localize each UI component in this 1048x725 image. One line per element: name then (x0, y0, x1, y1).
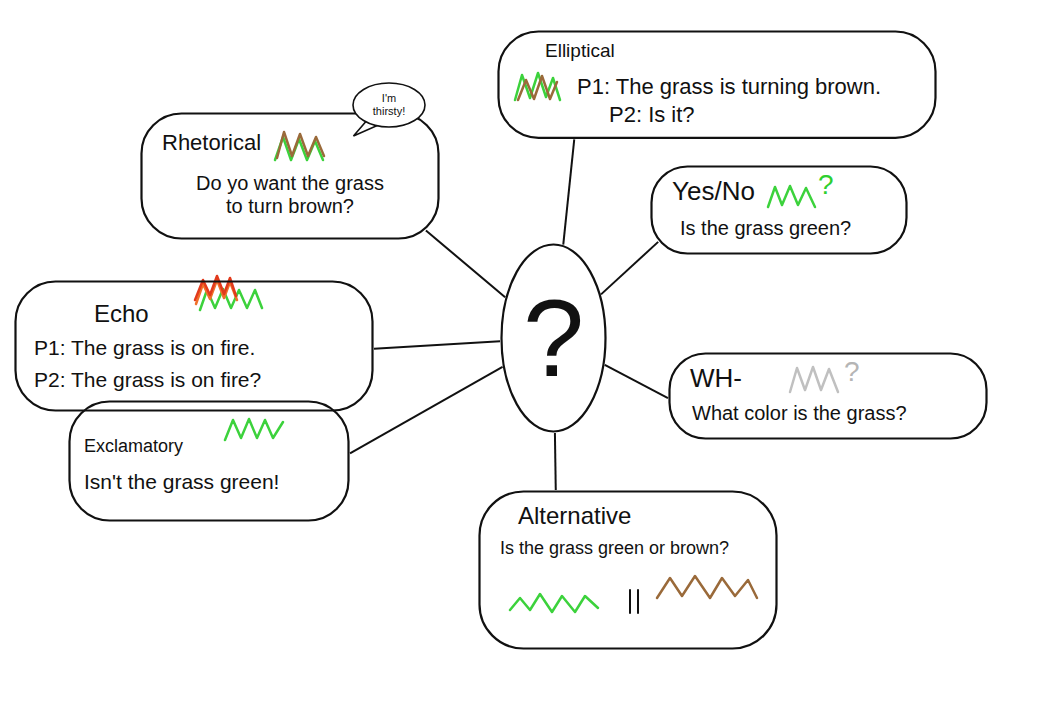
example-question: Is the grass green or brown? (500, 538, 729, 559)
question-mark: ? (523, 283, 584, 393)
center-question-oval: ? (500, 243, 607, 433)
type-heading: Echo (94, 300, 149, 328)
example-question: Is the grass green? (680, 217, 851, 240)
connector-line (563, 139, 574, 244)
example-question: What color is the grass? (692, 402, 907, 425)
connector-line (374, 341, 500, 349)
question-type-bubble: Yes/No? Is the grass green? (650, 165, 908, 255)
question-type-bubble: ExclamatoryIsn't the grass green! (68, 400, 350, 522)
question-type-bubble: EllipticalP1: The grass is turning brown… (497, 30, 937, 139)
oval-border (502, 245, 606, 432)
connector-line (350, 367, 503, 453)
or-symbol (637, 590, 639, 613)
type-heading: WH- (690, 364, 742, 394)
bubble-border (670, 354, 987, 439)
type-heading: Exclamatory (84, 436, 183, 457)
grass-drawing (277, 132, 324, 158)
bubble-border (142, 114, 439, 239)
type-heading: Alternative (518, 502, 631, 530)
grass-drawing (768, 186, 815, 207)
grass-drawing (515, 73, 560, 100)
connector-line (426, 230, 505, 297)
bubble-border (480, 492, 777, 649)
example-line: P1: The grass is on fire. (34, 336, 255, 360)
grass-drawing (510, 594, 598, 612)
example-exclamation: Isn't the grass green! (84, 470, 279, 494)
connector-line (554, 433, 557, 490)
bubble-border (70, 402, 349, 521)
question-type-bubble: WH-? What color is the grass? (668, 352, 988, 440)
type-heading: Rhetorical (162, 130, 261, 155)
example-line: P2: The grass is on fire? (34, 368, 261, 392)
grass-drawing (225, 419, 283, 440)
type-heading: Yes/No (672, 177, 755, 207)
or-symbol (629, 590, 631, 613)
connector-line (605, 365, 668, 398)
bubble-border (16, 282, 373, 411)
example-line: P2: Is it? (609, 102, 695, 127)
example-question: Do yo want the grass to turn brown? (190, 172, 390, 218)
bubble-outline (68, 400, 350, 522)
fire-drawing (195, 276, 236, 300)
question-mark: ? (818, 169, 834, 201)
question-type-bubble: Rhetorical Do yo want the grass to turn b… (140, 112, 440, 240)
speech-border (353, 83, 425, 127)
type-heading: Elliptical (545, 40, 615, 62)
speech-bubble: I'm thirsty! (352, 82, 426, 128)
bubble-border (652, 167, 907, 254)
bubble-border (499, 32, 936, 138)
grass-drawing (518, 76, 557, 100)
question-type-bubble: EchoP1: The grass is on fire. P2: The gra… (14, 280, 374, 412)
question-mark: ? (844, 356, 860, 388)
connector-line (601, 242, 658, 294)
grass-drawing (790, 367, 838, 392)
question-type-bubble: Alternative Is the grass green or brown? (478, 490, 778, 650)
example-line: P1: The grass is turning brown. (577, 74, 881, 99)
grass-drawing (657, 576, 757, 598)
speech-text: I'm thirsty! (366, 92, 412, 117)
